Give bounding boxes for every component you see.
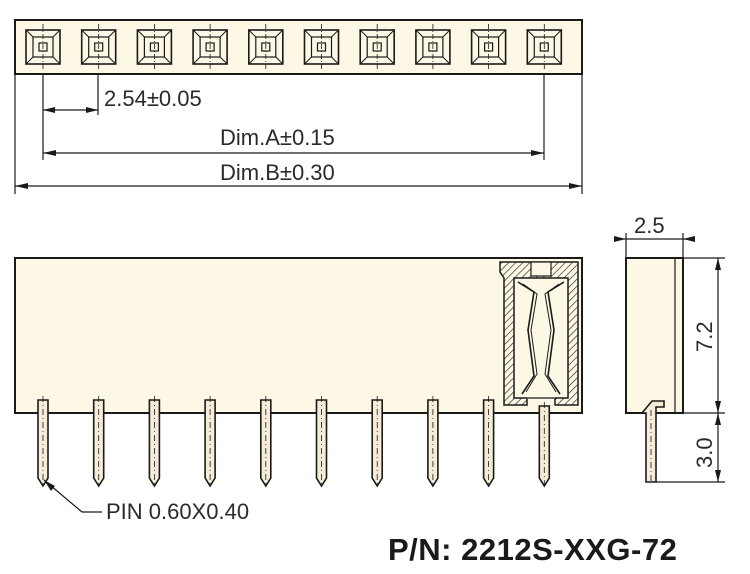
- pins: [37, 396, 551, 488]
- pin: [538, 402, 551, 488]
- side-pin-length-label: 3.0: [692, 437, 717, 468]
- contact-hole: [80, 24, 117, 70]
- pin: [371, 396, 383, 488]
- contact-hole: [359, 24, 396, 70]
- pitch-label: 2.54±0.05: [104, 86, 202, 111]
- contact-hole: [303, 24, 340, 70]
- dim-a-label: Dim.A±0.15: [220, 125, 335, 150]
- dim-a-dimension: Dim.A±0.15: [43, 125, 544, 156]
- pin: [315, 396, 328, 488]
- pin: [482, 396, 495, 488]
- side-pin: [640, 400, 665, 483]
- pin: [204, 396, 216, 488]
- top-view: 2.54±0.05 Dim.A±0.15 Dim.B±0.30: [14, 19, 583, 194]
- pin: [37, 396, 49, 488]
- pin: [260, 396, 272, 488]
- pin: [148, 396, 161, 488]
- dim-b-dimension: Dim.B±0.30: [15, 160, 582, 189]
- pin: [92, 396, 105, 488]
- contact-hole: [136, 24, 173, 70]
- side-height-label: 7.2: [692, 321, 717, 352]
- contact-hole: [415, 24, 451, 70]
- side-view: 2.5 7.2 3.0: [614, 213, 725, 483]
- side-width-label: 2.5: [634, 213, 665, 238]
- dim-b-label: Dim.B±0.30: [220, 160, 335, 185]
- part-number: P/N: 2212S-XXG-72: [388, 532, 678, 567]
- front-view-body: [14, 257, 583, 414]
- contact-hole: [25, 24, 61, 70]
- pin-callout: PIN 0.60X0.40: [43, 479, 249, 524]
- contact-hole: [470, 24, 507, 70]
- pitch-dimension: 2.54±0.05: [43, 86, 202, 113]
- pin: [427, 396, 439, 488]
- contact-hole: [526, 24, 563, 70]
- contact-cross-section: [499, 261, 579, 406]
- front-view: PIN 0.60X0.40: [14, 257, 583, 524]
- contact-hole: [248, 24, 284, 70]
- pin-label: PIN 0.60X0.40: [106, 499, 249, 524]
- contact-hole: [192, 24, 228, 70]
- contact-holes: [25, 24, 563, 70]
